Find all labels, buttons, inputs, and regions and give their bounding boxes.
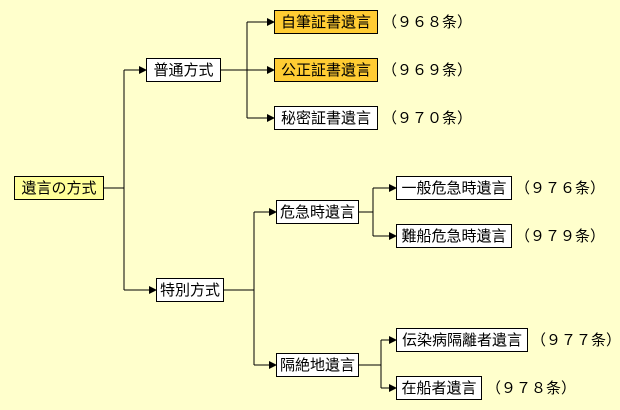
root-node: 遺言の方式	[14, 176, 104, 200]
onboard-will-article: （９７８条）	[486, 379, 577, 397]
holograph-will-node: 自筆証書遺言	[274, 10, 378, 34]
general-crisis-will-article: （９７６条）	[515, 179, 606, 197]
shipwreck-crisis-will-node: 難船危急時遺言	[396, 224, 512, 248]
isolated-will-node: 隔絶地遺言	[276, 353, 359, 377]
special-method-node: 特別方式	[156, 278, 224, 302]
secret-will-article: （９７０条）	[382, 109, 473, 127]
notarial-will-article: （９６９条）	[382, 61, 473, 79]
general-crisis-will-node: 一般危急時遺言	[396, 176, 512, 200]
shipwreck-crisis-will-article: （９７９条）	[515, 227, 606, 245]
holograph-will-article: （９６８条）	[382, 13, 473, 31]
secret-will-node: 秘密証書遺言	[274, 106, 378, 130]
notarial-will-node: 公正証書遺言	[274, 58, 378, 82]
onboard-will-node: 在船者遺言	[396, 376, 482, 400]
quarantined-will-article: （９７７条）	[531, 331, 620, 349]
ordinary-method-node: 普通方式	[146, 58, 221, 82]
quarantined-will-node: 伝染病隔離者遺言	[396, 328, 528, 352]
crisis-will-node: 危急時遺言	[276, 200, 359, 224]
